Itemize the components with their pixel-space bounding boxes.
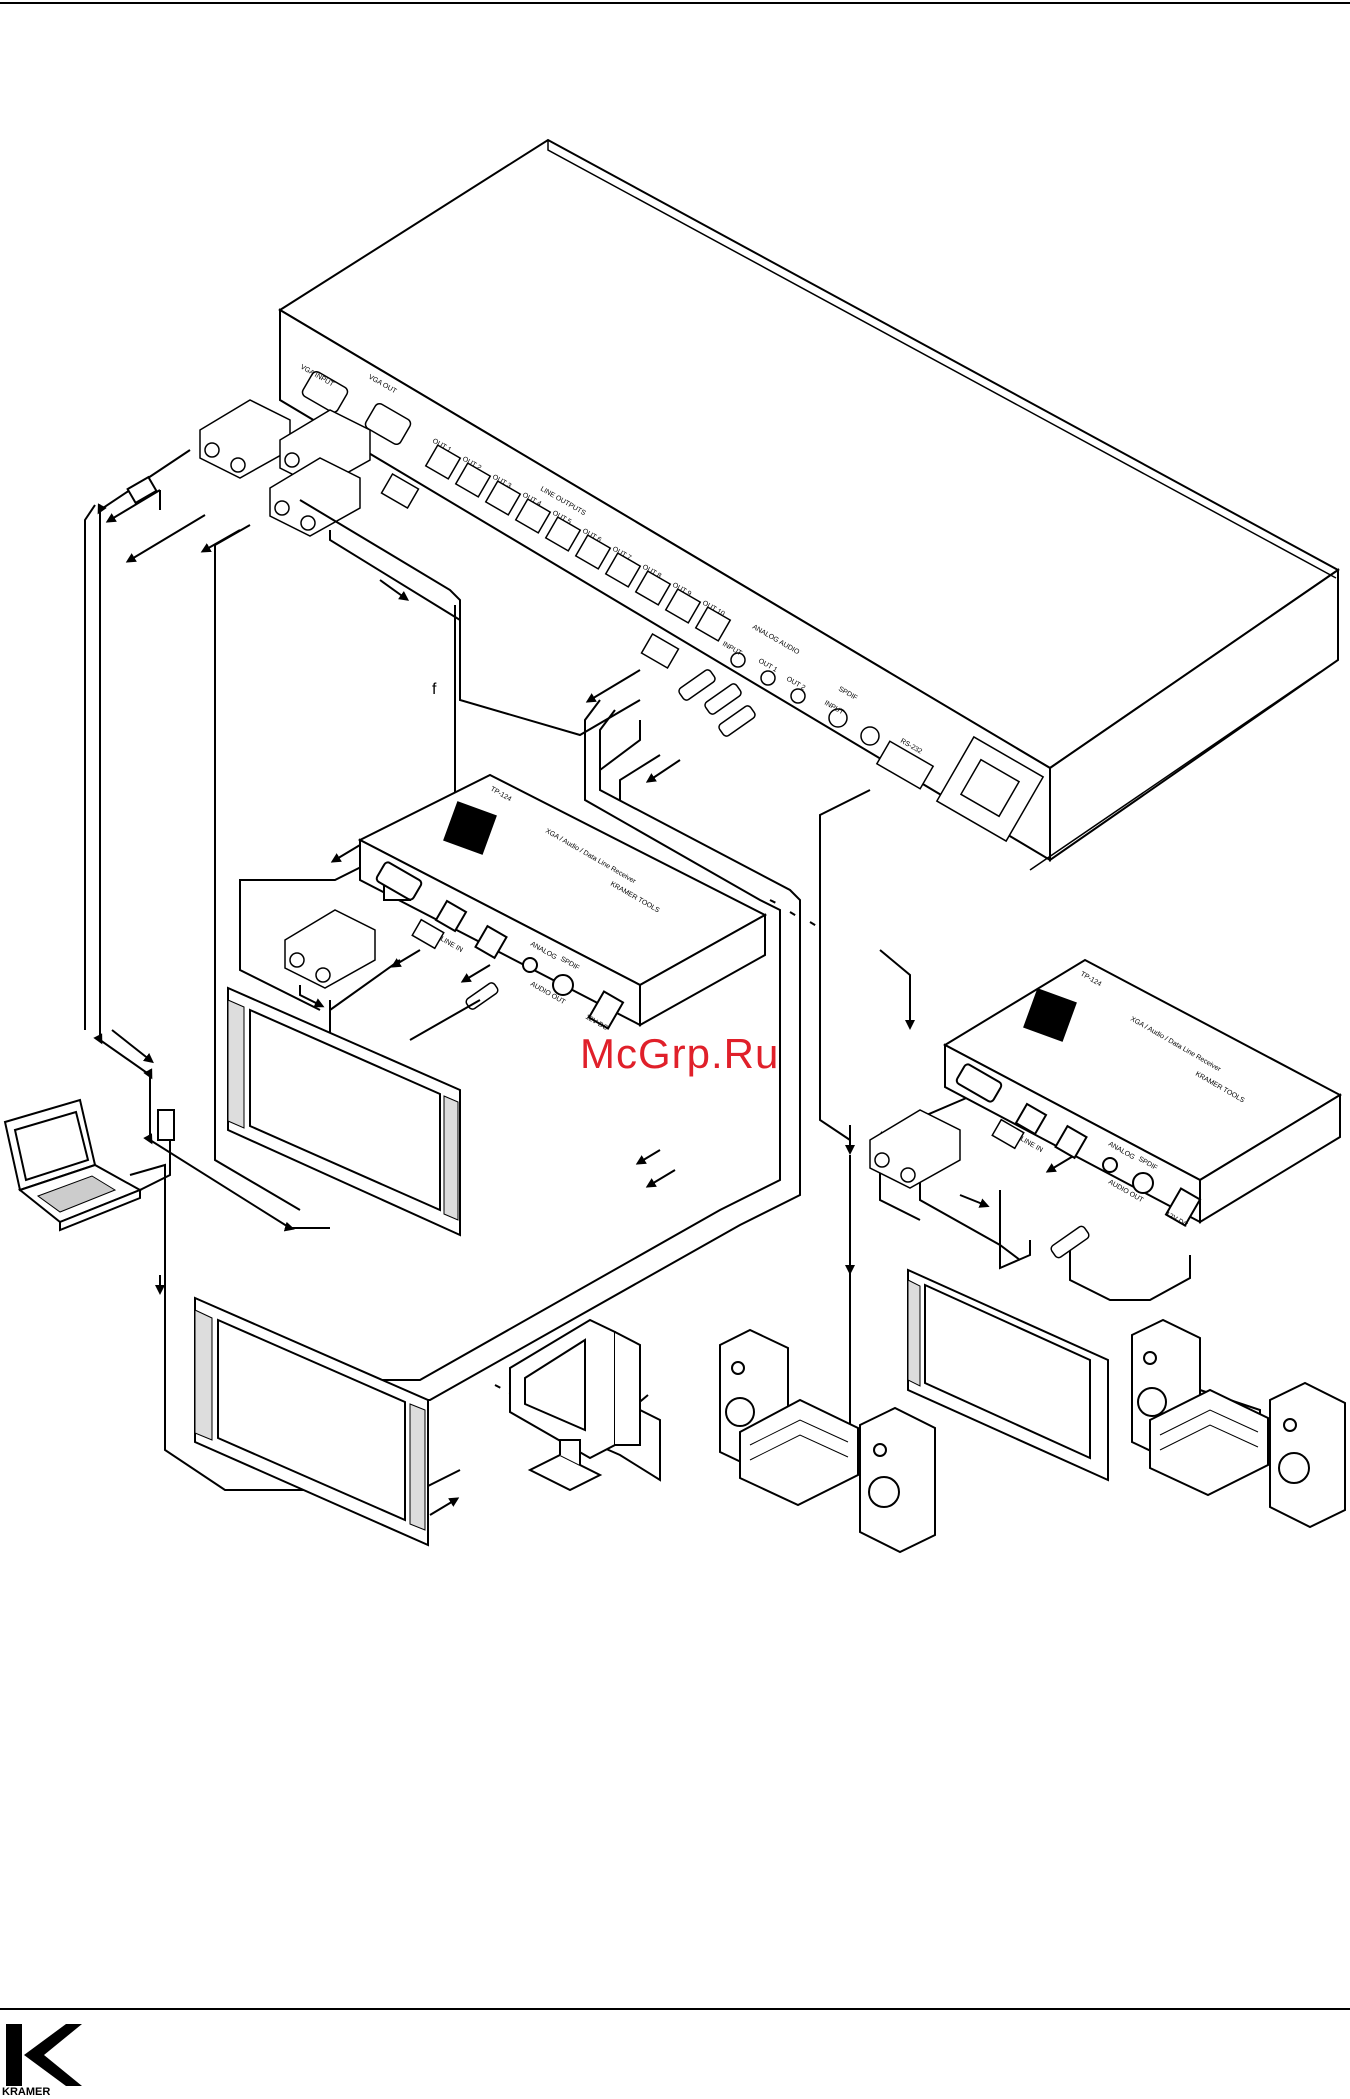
display-right: [907, 1268, 1109, 1482]
left-receiver-line-in: [434, 899, 468, 933]
vga-input-port: [301, 370, 349, 414]
audio-jacks: [730, 652, 880, 746]
bottom-rule: [0, 2008, 1350, 2010]
left-receiver-cables: [299, 949, 491, 1060]
rj45-plug-mid: [640, 632, 680, 670]
vga-plugs: [199, 399, 680, 670]
audio-system-left: [719, 1328, 936, 1554]
top-rule: [0, 2, 1350, 4]
footer-brand: KRAMER: [2, 2086, 51, 2098]
vga-out-port: [364, 402, 412, 446]
display-left-upper: [227, 986, 461, 1237]
rj45-plug-top: [380, 472, 420, 510]
kramer-logo-icon: [6, 2024, 82, 2086]
line-output-ports: [424, 444, 732, 642]
kramer-logo-badge-left: [443, 801, 497, 855]
left-receiver-vga-port: [375, 861, 423, 901]
crt-monitor: [509, 1318, 641, 1492]
right-receiver: [942, 958, 1343, 1227]
main-distribution-unit: [278, 138, 1340, 871]
right-receiver-vga-plug: [869, 1109, 1090, 1259]
callout-letter: f: [432, 681, 437, 698]
left-receiver: [357, 773, 768, 1030]
power-inlet: [935, 735, 1045, 843]
left-receiver-line-in-label: LINE IN: [439, 936, 464, 954]
left-receiver-vga-plug: [284, 909, 499, 1010]
laptop: [3, 1098, 143, 1232]
audio-plugs: [678, 669, 756, 737]
display-left-lower: [194, 1296, 429, 1547]
left-receiver-rs232: [474, 924, 508, 960]
kramer-logo-badge-right: [1023, 988, 1077, 1042]
main-unit-connectors: [301, 370, 1045, 843]
watermark: McGrp.Ru: [580, 1030, 780, 1077]
audio-system-right: [1131, 1318, 1346, 1529]
rs232-terminal: [875, 740, 935, 790]
